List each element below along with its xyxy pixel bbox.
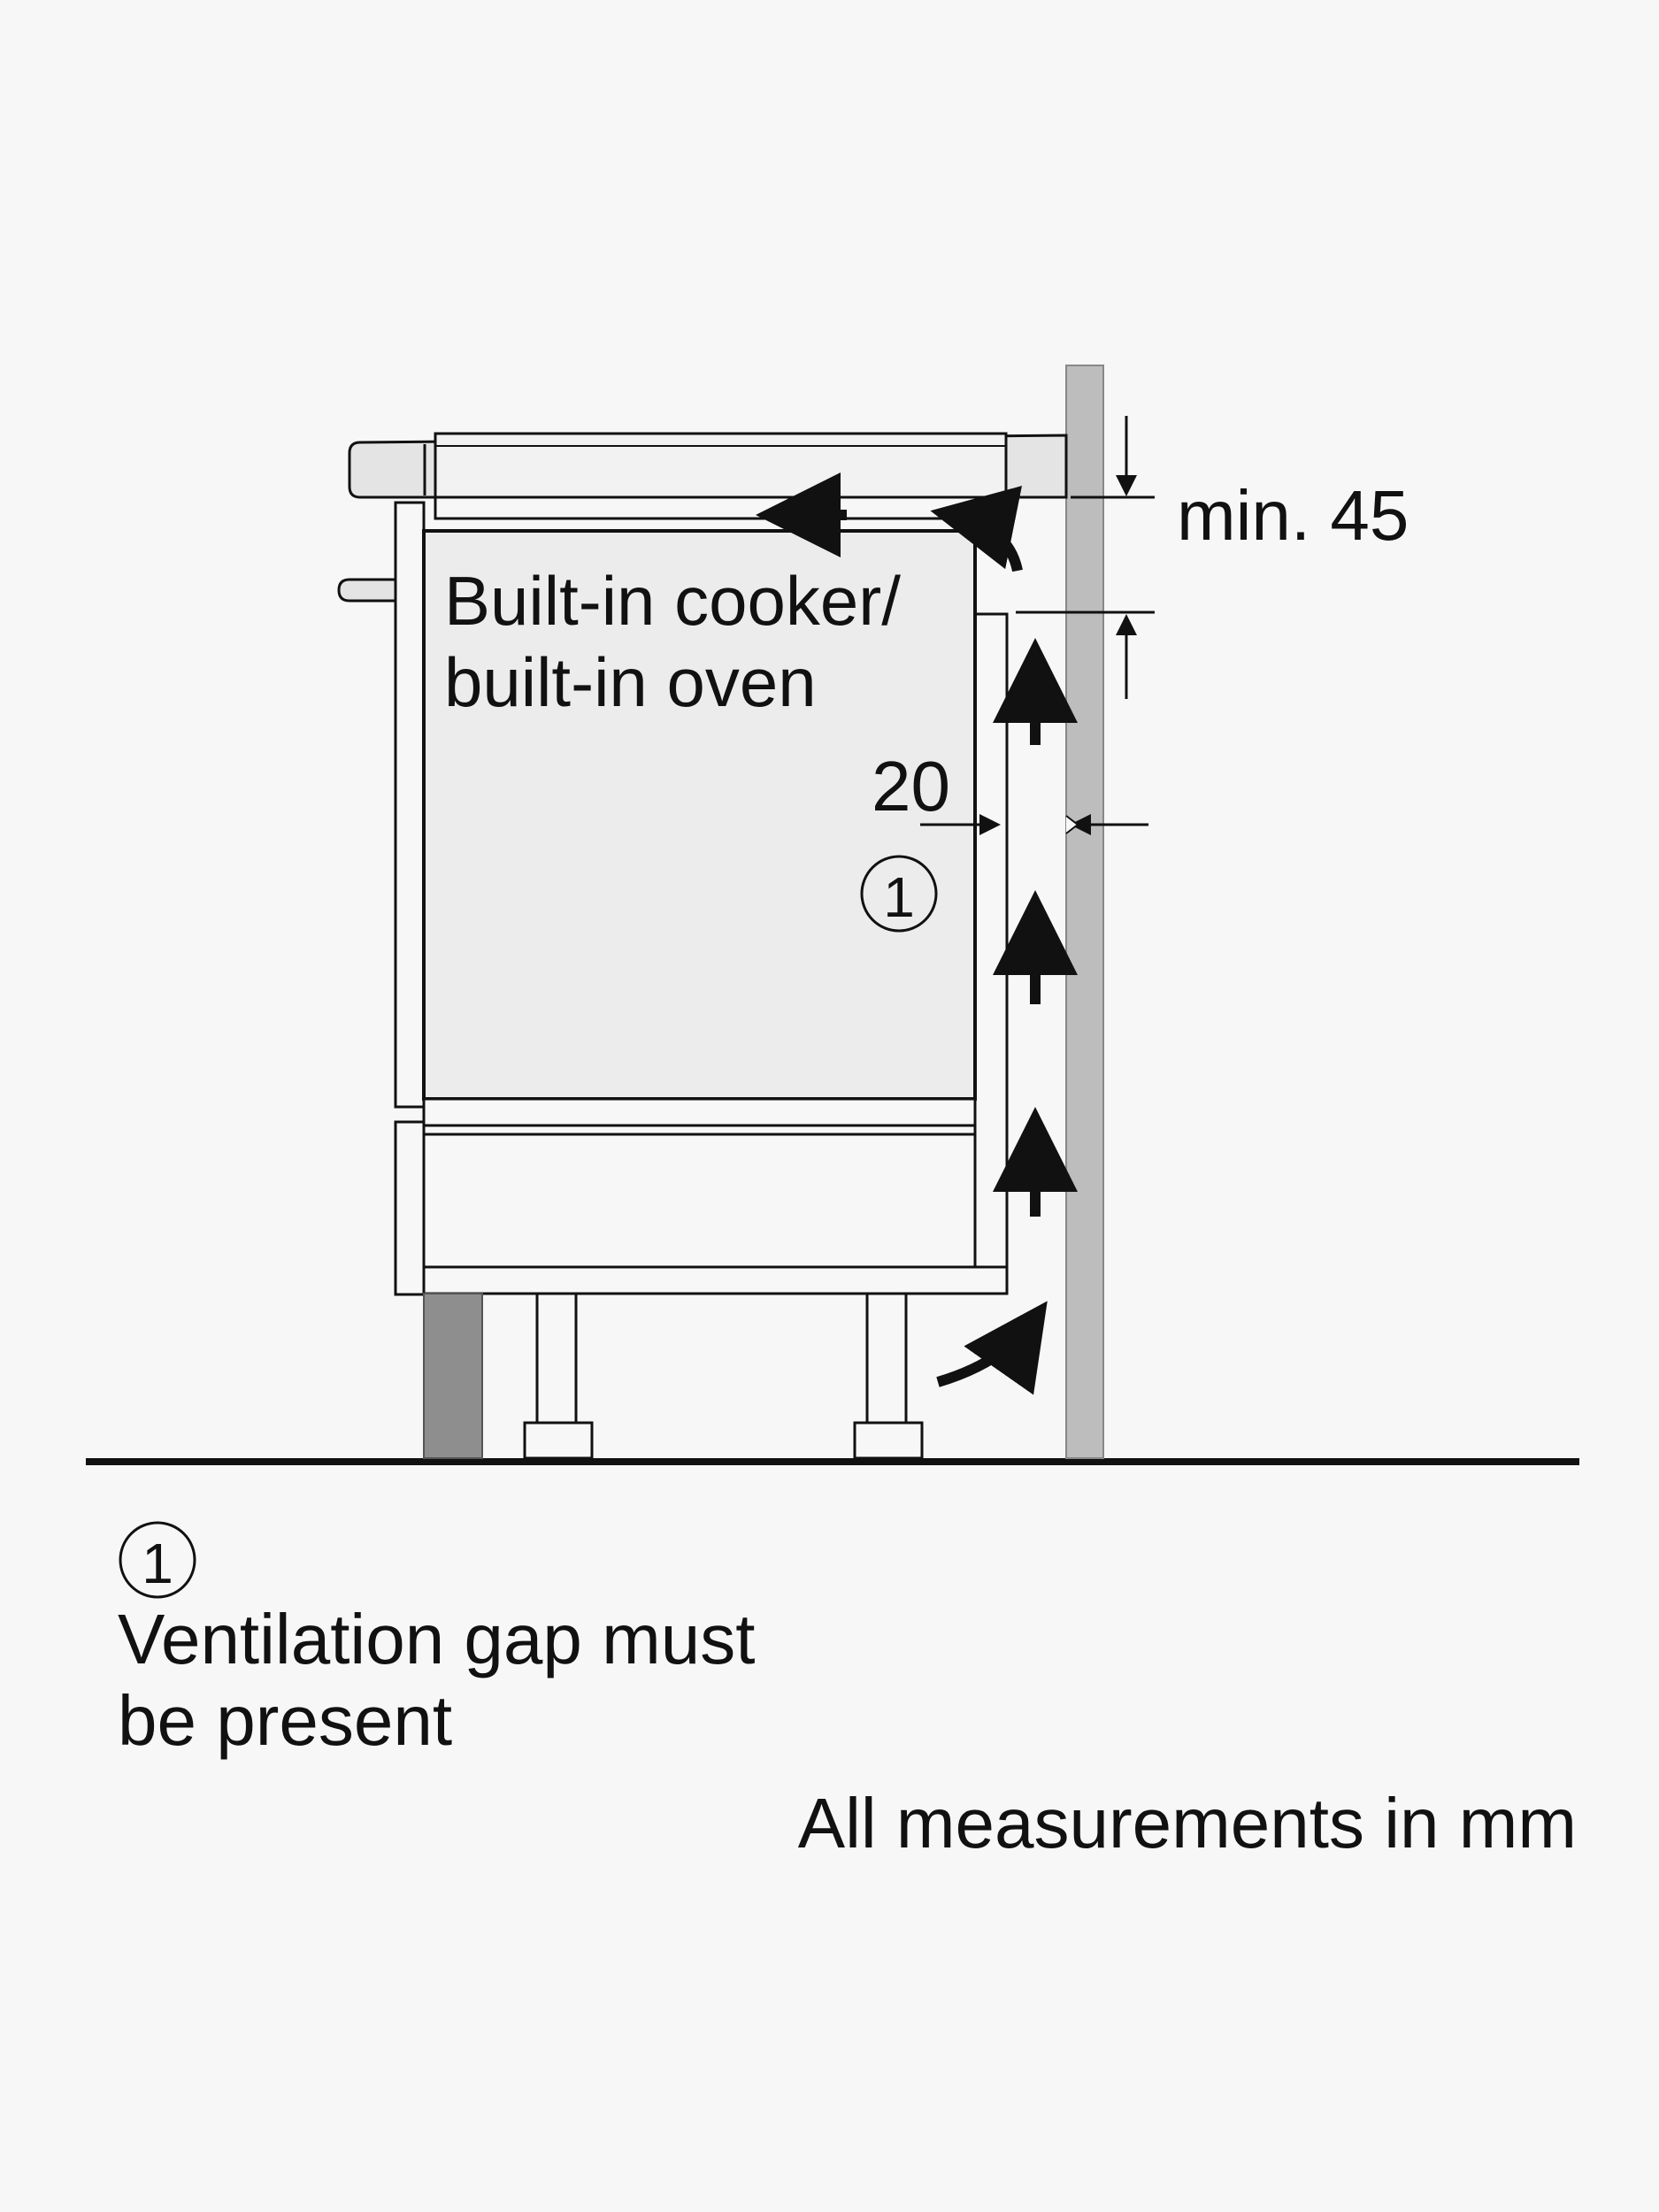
appliance-label-line2: built-in oven <box>444 643 817 721</box>
side-wall <box>1065 365 1104 1459</box>
cabinet-leg <box>853 1292 924 1460</box>
side-gap-label: 20 <box>872 747 950 826</box>
cabinet-rear-panel <box>973 612 1009 1271</box>
appliance-body <box>422 529 977 1101</box>
appliance-label-line1: Built-in cooker/ <box>444 562 901 640</box>
legend-marker: 1 <box>119 1521 196 1599</box>
plinth <box>423 1293 483 1459</box>
cabinet-leg <box>523 1292 594 1460</box>
wall-notch <box>1065 815 1079 834</box>
legend-marker-text: 1 <box>142 1532 173 1595</box>
units-note: All measurements in mm <box>798 1784 1577 1863</box>
hob <box>434 432 1008 499</box>
legend-text-line2: be present <box>118 1681 452 1760</box>
legend-text-line1: Ventilation gap must <box>118 1600 755 1678</box>
callout-marker-text: 1 <box>883 865 915 929</box>
cabinet-base <box>422 1265 1009 1295</box>
top-gap-label: min. 45 <box>1177 476 1409 555</box>
drawer-body <box>422 1124 977 1269</box>
cabinet-front-panel <box>394 501 426 1109</box>
oven-handle <box>337 578 397 603</box>
ventilation-callout: 1 <box>860 855 938 933</box>
top-gap-dimension <box>1016 416 1155 699</box>
airflow-arrows <box>756 472 1078 1395</box>
drawer-front <box>394 1120 426 1296</box>
